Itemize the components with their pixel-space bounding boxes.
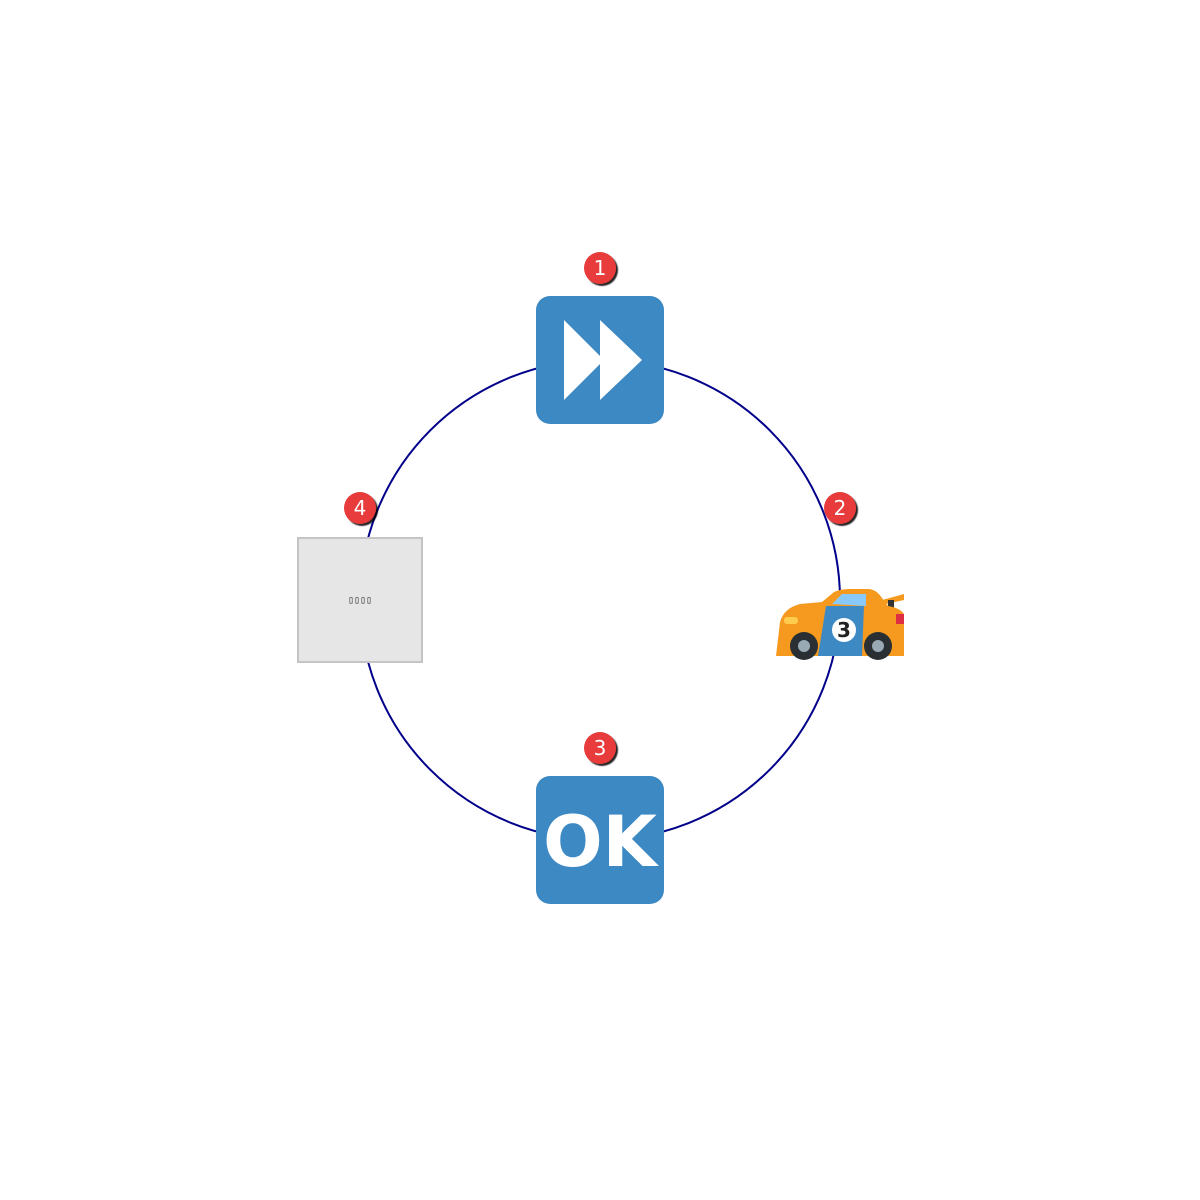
svg-text:4: 4 <box>354 496 367 520</box>
node-4[interactable]: ▯▯▯▯ 4 <box>297 492 423 663</box>
step-badge: 1 <box>584 252 616 284</box>
ok-button-icon: OK <box>536 776 664 904</box>
fast-forward-icon <box>536 296 664 424</box>
racing-car-icon: 3 <box>776 589 904 660</box>
svg-text:OK: OK <box>543 801 660 883</box>
node-1[interactable]: 1 <box>536 252 664 424</box>
svg-text:1: 1 <box>594 256 607 280</box>
svg-text:2: 2 <box>834 496 847 520</box>
svg-text:3: 3 <box>594 736 607 760</box>
step-badge: 3 <box>584 732 616 764</box>
step-badge: 4 <box>344 492 376 524</box>
svg-text:3: 3 <box>837 618 851 642</box>
cycle-ring <box>359 359 841 841</box>
node-2[interactable]: 3 2 <box>776 492 904 660</box>
node-3[interactable]: OK 3 <box>536 732 664 904</box>
svg-text:▯▯▯▯: ▯▯▯▯ <box>348 595 372 606</box>
missing-glyph-icon: ▯▯▯▯ <box>297 537 423 663</box>
step-badge: 2 <box>824 492 856 524</box>
